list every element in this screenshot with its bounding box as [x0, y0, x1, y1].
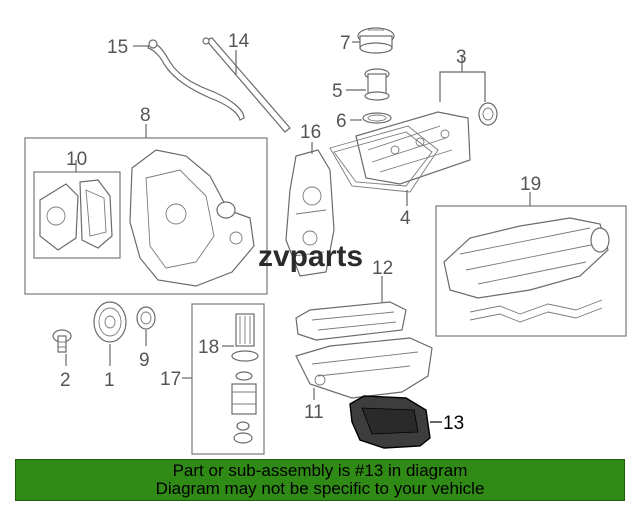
part-19-intake-manifold[interactable] [443, 217, 610, 323]
callout-2[interactable]: 2 [60, 370, 71, 391]
part-18-oil-filter-element[interactable] [231, 313, 259, 362]
part-7-oil-filler-cap[interactable] [357, 27, 395, 54]
callout-10[interactable]: 10 [66, 149, 87, 170]
part-info-banner: Part or sub-assembly is #13 in diagram D… [15, 459, 625, 501]
callout-12[interactable]: 12 [372, 258, 393, 279]
part-17-oil-filter-housing[interactable] [231, 371, 257, 444]
part-10-water-pump[interactable] [39, 179, 113, 251]
callout-17[interactable]: 17 [160, 369, 181, 390]
callout-8[interactable]: 8 [140, 105, 151, 126]
banner-line-1: Part or sub-assembly is #13 in diagram [172, 461, 468, 480]
callout-6[interactable]: 6 [336, 111, 347, 132]
leader-3 [439, 71, 486, 102]
callout-5[interactable]: 5 [332, 81, 343, 102]
callout-4[interactable]: 4 [400, 208, 411, 229]
callout-7[interactable]: 7 [340, 33, 351, 54]
part-16-bracket[interactable] [285, 149, 335, 277]
callout-15[interactable]: 15 [107, 37, 128, 58]
callout-18[interactable]: 18 [198, 337, 219, 358]
group-box-10 [33, 171, 121, 259]
callout-14[interactable]: 14 [228, 31, 250, 52]
group-box-17 [191, 303, 265, 455]
callout-3[interactable]: 3 [456, 47, 467, 68]
callout-13[interactable]: 13 [443, 413, 464, 434]
part-14-dipstick[interactable] [202, 37, 291, 133]
banner-line-2: Diagram may not be specific to your vehi… [155, 479, 485, 498]
part-3-cylinder-head-cover[interactable] [355, 102, 498, 185]
part-12-baffle-plate[interactable] [295, 301, 407, 341]
callout-16[interactable]: 16 [300, 122, 321, 143]
watermark-logo: zvparts [258, 240, 363, 273]
part-13-oil-pan-highlighted[interactable] [349, 395, 431, 449]
part-11-upper-oil-pan[interactable] [295, 337, 433, 399]
part-6-gasket[interactable] [362, 112, 392, 124]
callout-11[interactable]: 11 [304, 402, 324, 423]
part-9-oil-seal[interactable] [136, 306, 156, 330]
part-4-head-cover-gasket[interactable] [329, 125, 439, 193]
part-15-dipstick-guide[interactable] [147, 39, 245, 121]
part-5-oil-filler-neck[interactable] [364, 68, 390, 101]
callout-19[interactable]: 19 [520, 174, 541, 195]
part-1-crank-pulley[interactable] [93, 301, 127, 343]
callout-1[interactable]: 1 [104, 370, 115, 391]
callout-9[interactable]: 9 [139, 350, 150, 371]
part-8-timing-cover[interactable] [129, 149, 255, 287]
exploded-parts-diagram: 15 14 7 5 6 3 [24, 27, 627, 455]
part-2-bolt[interactable] [52, 329, 72, 353]
group-box-19 [435, 205, 627, 337]
